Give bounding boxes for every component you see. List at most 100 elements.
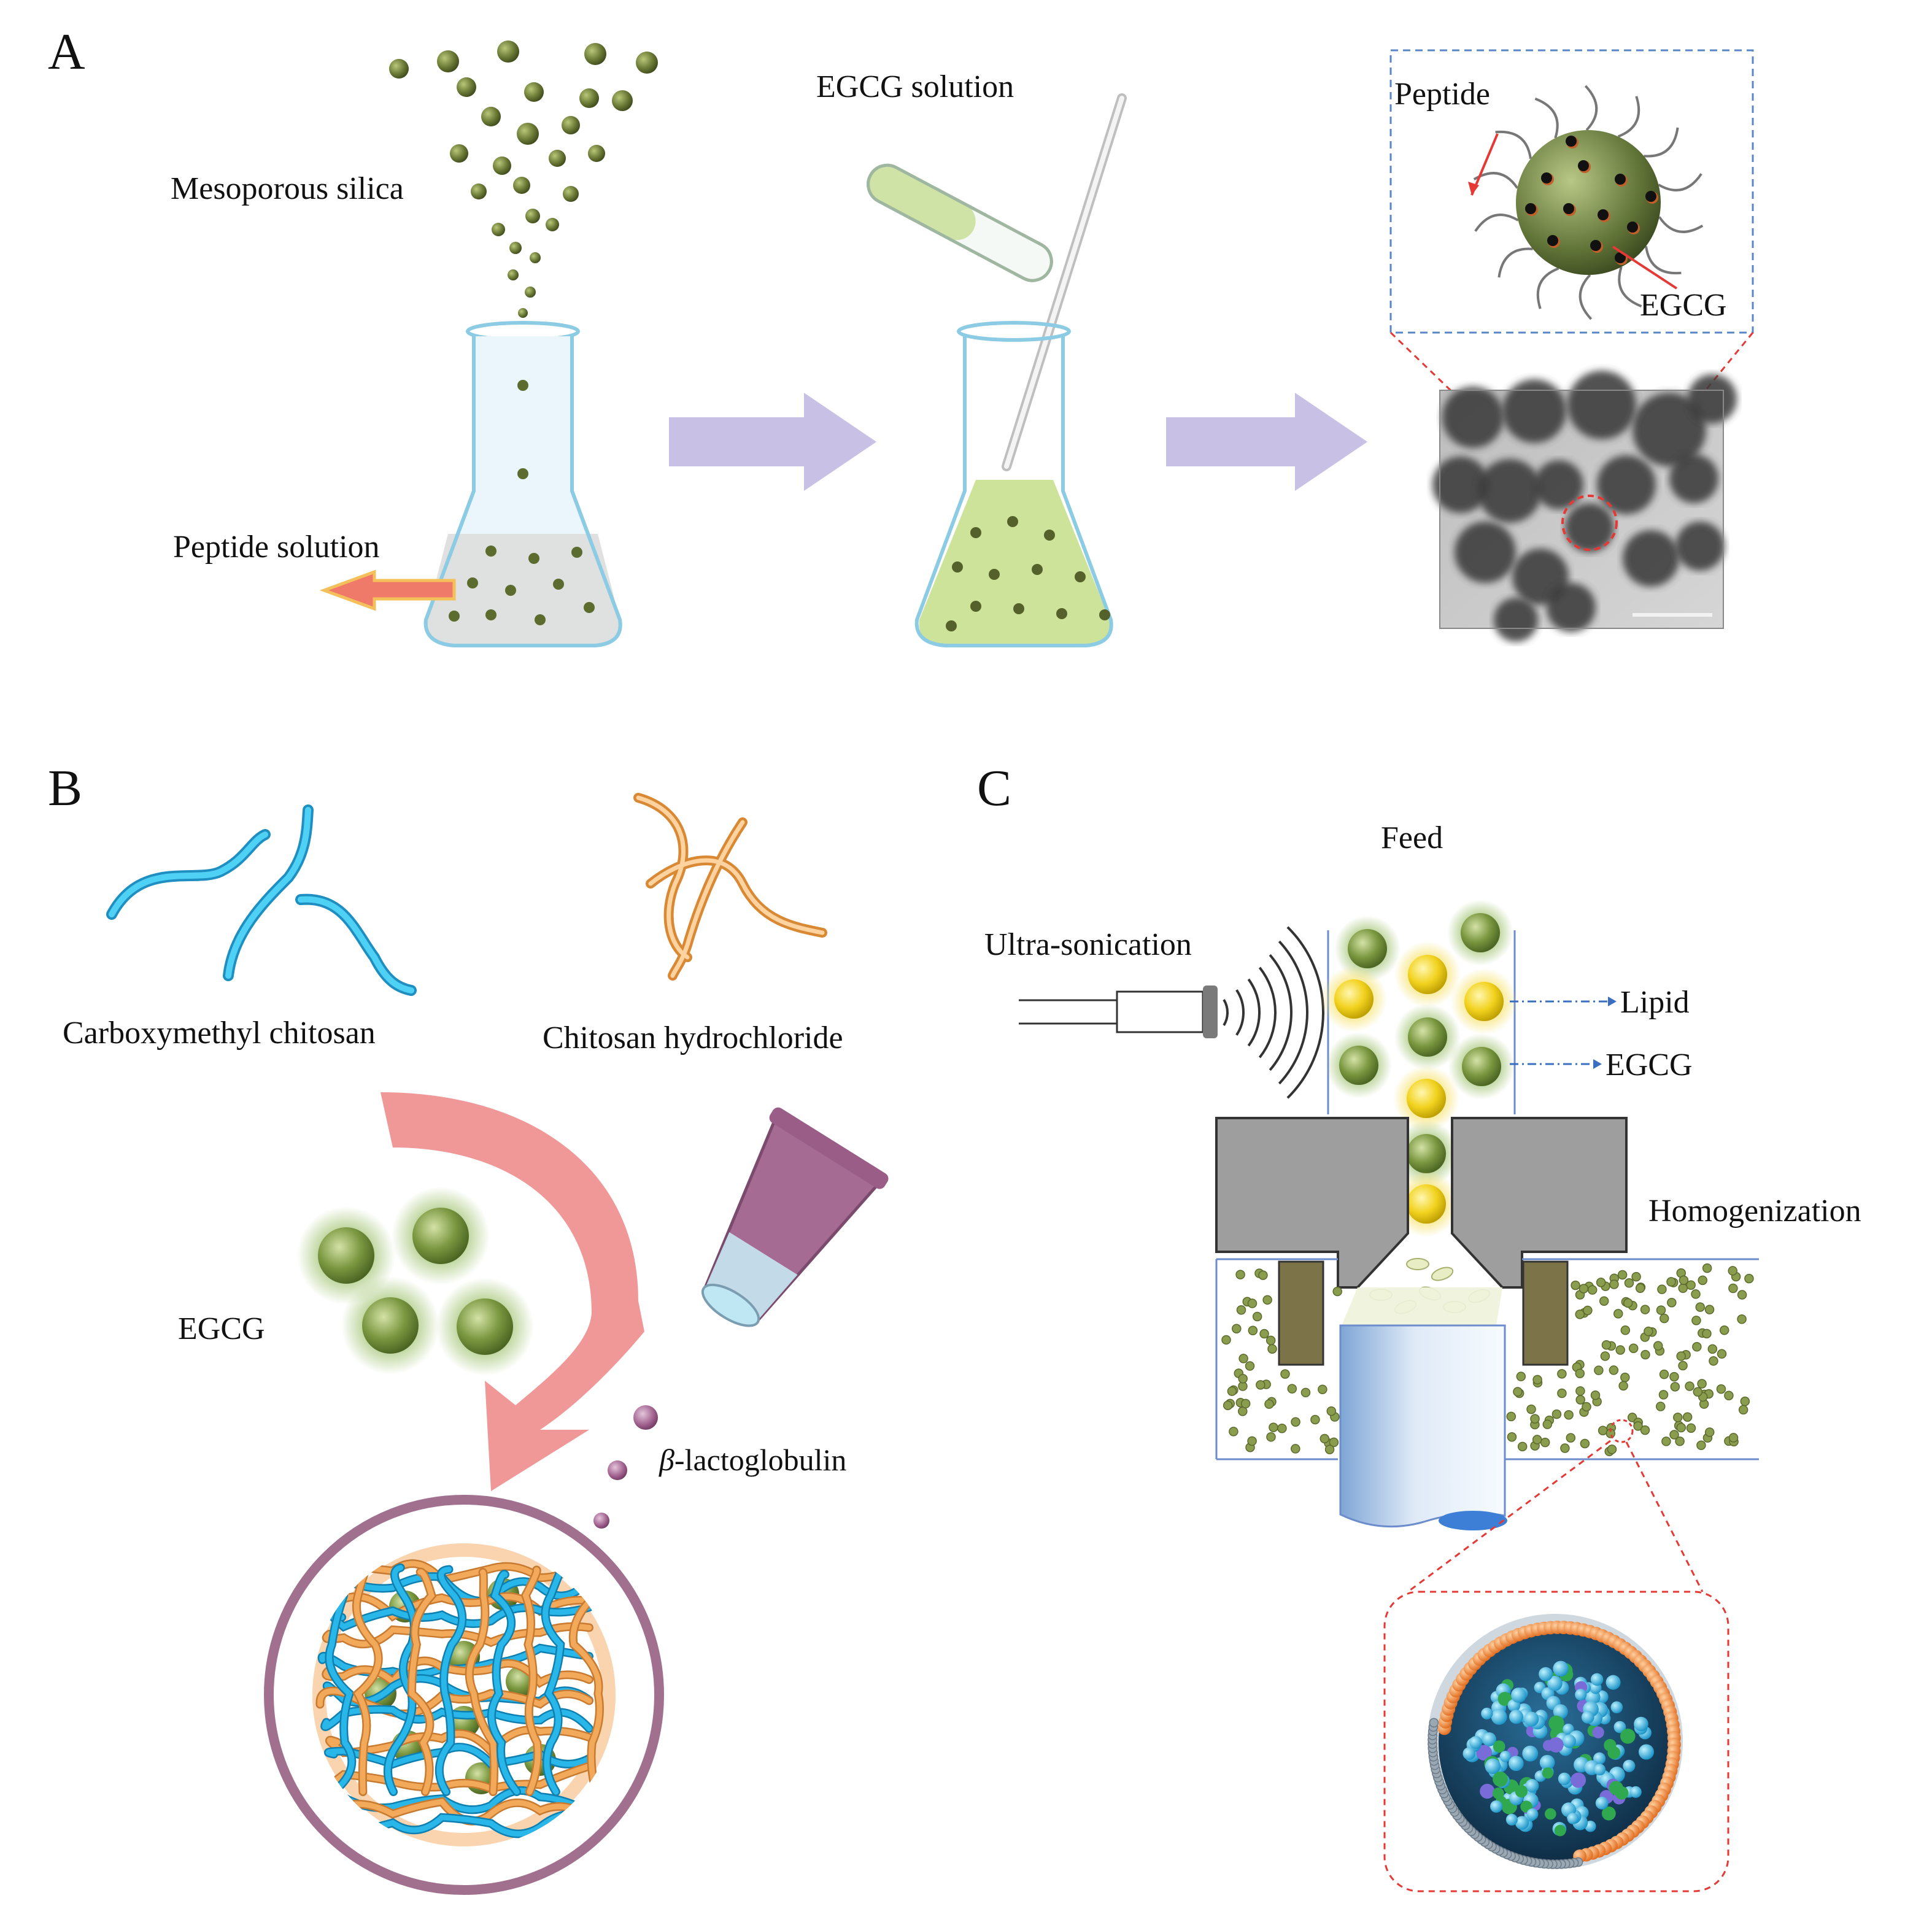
silica-particle (1056, 608, 1067, 619)
homogenized-droplet (1310, 1414, 1320, 1425)
silica-particle (437, 50, 459, 72)
homogenized-droplet (1530, 1414, 1540, 1424)
homogenized-droplet (1277, 1424, 1287, 1433)
inset-peptide-label: Peptide (1394, 77, 1490, 112)
homogenized-droplet (1670, 1382, 1680, 1392)
silica-particle (1013, 603, 1024, 614)
lipid-core-bead (1522, 1745, 1539, 1762)
tem-particle (1669, 454, 1718, 503)
panel-b: B Carboxymethyl chitosan (48, 760, 889, 1895)
nanoparticle-inset: Peptide EGCG (1389, 49, 1754, 334)
lipid-core-bead (1629, 1786, 1642, 1798)
process-arrow-2 (1166, 393, 1367, 491)
silica-particle (1099, 609, 1110, 620)
tem-particle (1442, 387, 1504, 448)
tem-particle (1633, 393, 1706, 466)
homogenized-droplet (1659, 1369, 1669, 1379)
egcg-label-c: EGCG (1605, 1047, 1693, 1082)
homogenized-droplet (1332, 1286, 1342, 1297)
lipid-core-bead (1609, 1781, 1623, 1796)
homogenized-droplet (1676, 1422, 1687, 1433)
lipid-core-bead (1547, 1676, 1563, 1691)
homogenized-droplet (1578, 1284, 1589, 1294)
lipid-core-bead (1509, 1710, 1524, 1724)
homogenized-droplet (1267, 1344, 1277, 1354)
homogenized-droplet (1238, 1374, 1248, 1384)
homogenized-droplet (1560, 1443, 1570, 1453)
egcg-particle (1339, 1046, 1378, 1085)
homogenized-droplet (1675, 1436, 1685, 1446)
silica-particle (584, 43, 606, 65)
homogenized-droplet (1232, 1324, 1242, 1333)
silica-particle (571, 547, 582, 558)
lipid-core-bead (1493, 1740, 1505, 1753)
homogenized-droplet (1724, 1390, 1734, 1400)
homogenized-droplet (1245, 1361, 1255, 1371)
homogenized-droplet (1506, 1411, 1517, 1422)
homogenized-droplet (1324, 1444, 1335, 1454)
homogenized-droplet (1238, 1354, 1248, 1364)
silica-particle (946, 620, 957, 631)
lipid-core-bead (1553, 1660, 1569, 1677)
homogenized-droplet (1575, 1310, 1585, 1319)
homogenized-droplet (1607, 1444, 1617, 1454)
egcg-pore (1598, 209, 1609, 220)
tem-particle (1547, 583, 1596, 632)
homogenized-droplet (1507, 1432, 1517, 1442)
homogenized-droplet (1658, 1390, 1669, 1400)
silica-particle (549, 150, 566, 167)
lipid-core-bead (1594, 1764, 1606, 1776)
tem-particle (1688, 374, 1737, 423)
egcg-pore (1563, 203, 1574, 214)
homogenized-droplet (1707, 1344, 1718, 1354)
homogenized-droplet (1653, 1341, 1663, 1351)
homogenized-droplet (1269, 1422, 1278, 1432)
homogenized-droplet (1717, 1349, 1727, 1359)
homogenized-droplet (1667, 1297, 1677, 1308)
lipid-core-bead (1562, 1734, 1576, 1748)
homogenized-droplet (1557, 1388, 1567, 1398)
egcg-pore (1590, 240, 1601, 251)
homogenized-droplet (1682, 1412, 1693, 1422)
homogenized-droplet (1580, 1438, 1590, 1449)
lipid-core-bead (1544, 1808, 1556, 1820)
homogenized-droplet (1318, 1384, 1327, 1394)
homogenized-droplet (1678, 1283, 1688, 1294)
lipid-core-bead (1563, 1723, 1574, 1735)
tem-particle (1432, 457, 1489, 513)
homogenized-droplet (1300, 1387, 1311, 1398)
homogenized-droplet (1571, 1280, 1580, 1290)
silica-particle (389, 59, 409, 79)
homogenized-droplet (1656, 1402, 1666, 1411)
peptide-solution-arrow (319, 569, 456, 611)
lipid-core-bead (1638, 1744, 1655, 1760)
homogenized-droplet (1532, 1375, 1542, 1385)
lipid-core-bead (1571, 1772, 1586, 1788)
egcg-pore (1566, 136, 1577, 147)
lipid-core-bead (1505, 1813, 1518, 1826)
homogenized-droplet (1590, 1390, 1601, 1400)
egcg-particle (1408, 1017, 1447, 1057)
silica-particle (1044, 530, 1055, 541)
egcg-pore (1525, 203, 1536, 214)
homogenized-droplet (1551, 1409, 1562, 1419)
homogenized-droplet (1737, 1290, 1747, 1300)
lipid-particle (1408, 955, 1447, 994)
homogenized-droplet (1329, 1437, 1339, 1448)
homogenized-droplet (1719, 1325, 1729, 1335)
homogenized-droplet (1575, 1368, 1585, 1378)
homogenized-droplet (1744, 1273, 1754, 1284)
homogenized-droplet (1644, 1326, 1653, 1336)
homogenized-droplet (1738, 1405, 1748, 1415)
panel-b-letter: B (48, 760, 82, 817)
lipid-head (1429, 1718, 1439, 1728)
egcg-pore (1541, 172, 1552, 183)
lipid-nanoparticle-inset (1383, 1591, 1729, 1892)
homogenized-droplet (1686, 1280, 1696, 1290)
homogenized-droplet (1704, 1305, 1715, 1314)
silica-particle (970, 527, 981, 538)
egcg-ball (362, 1297, 419, 1354)
silica-particle (485, 609, 497, 620)
lipid-core-bead (1476, 1745, 1493, 1761)
lipid-core-bead (1493, 1771, 1508, 1787)
